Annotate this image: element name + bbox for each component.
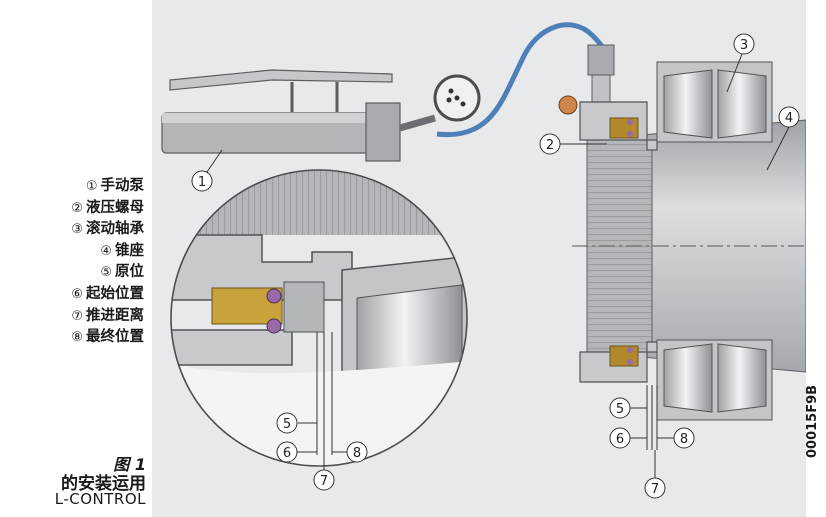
- detail-callout-6-label: 6: [283, 446, 291, 461]
- legend-label: 推进距离: [86, 307, 144, 324]
- detail-callout-7: 7: [313, 455, 335, 491]
- callout-6-label: 6: [616, 432, 624, 447]
- tapered-seat: [572, 119, 806, 373]
- legend-number: ②: [71, 200, 83, 216]
- callout-4-label: 4: [785, 111, 793, 126]
- detail-callouts: 5 6 7 8: [276, 412, 368, 491]
- legend-number: ⑤: [100, 265, 112, 281]
- rolling-bearing: [656, 61, 773, 421]
- zoom-detail: [170, 169, 468, 467]
- callout-3: 3: [726, 33, 755, 93]
- detail-callout-5-label: 5: [283, 417, 291, 432]
- callout-2: 2: [539, 133, 607, 155]
- detail-callout-8-label: 8: [353, 446, 361, 461]
- callout-4: 4: [766, 106, 800, 171]
- reference-code: 00015F9B: [805, 384, 820, 458]
- callout-5: 5: [609, 397, 647, 419]
- legend-label: 手动泵: [100, 178, 145, 194]
- callout-1-label: 1: [198, 175, 206, 190]
- callout-7-label: 7: [651, 482, 659, 497]
- callout-8: 8: [673, 427, 695, 449]
- callout-5-label: 5: [616, 402, 624, 417]
- detail-callout-8: 8: [346, 441, 368, 463]
- callout-1: 1: [191, 149, 223, 192]
- legend-label: 最终位置: [86, 329, 144, 346]
- hydraulic-nut: [579, 101, 658, 383]
- legend-number: ④: [100, 243, 112, 259]
- legend-number: ①: [85, 179, 98, 194]
- technical-drawing: 1 2 3 4 5 6 7: [152, 0, 806, 517]
- detail-callout-7-label: 7: [320, 474, 328, 489]
- hand-pump: [161, 69, 481, 162]
- callout-8-label: 8: [680, 432, 688, 447]
- legend-label: 原位: [115, 264, 144, 281]
- legend-label: 滚动轴承: [86, 221, 144, 238]
- legend-label: 锥座: [115, 242, 144, 259]
- figure-title: 的安装运用: [61, 474, 146, 494]
- callout-2-label: 2: [546, 138, 554, 153]
- legend-number: ③: [71, 222, 83, 238]
- drawing-svg: 1 2 3 4 5 6 7: [161, 22, 806, 499]
- legend-number: ⑥: [71, 286, 83, 302]
- dimension-lines: [630, 385, 674, 450]
- callouts: 1 2 3 4 5 6 7: [191, 33, 800, 499]
- detail-callout-6: 6: [276, 441, 298, 463]
- legend-number: ⑦: [71, 308, 83, 324]
- callout-3-label: 3: [740, 38, 748, 53]
- legend-label: 液压螺母: [86, 199, 144, 216]
- callout-7: 7: [644, 450, 666, 499]
- detail-callout-5: 5: [276, 412, 317, 434]
- figure-subtitle: L-CONTROL: [54, 490, 146, 508]
- legend-number: ⑧: [71, 330, 83, 346]
- legend-label: 起始位置: [86, 285, 144, 302]
- callout-6: 6: [609, 427, 631, 449]
- figure-caption: 图 1: [113, 455, 146, 474]
